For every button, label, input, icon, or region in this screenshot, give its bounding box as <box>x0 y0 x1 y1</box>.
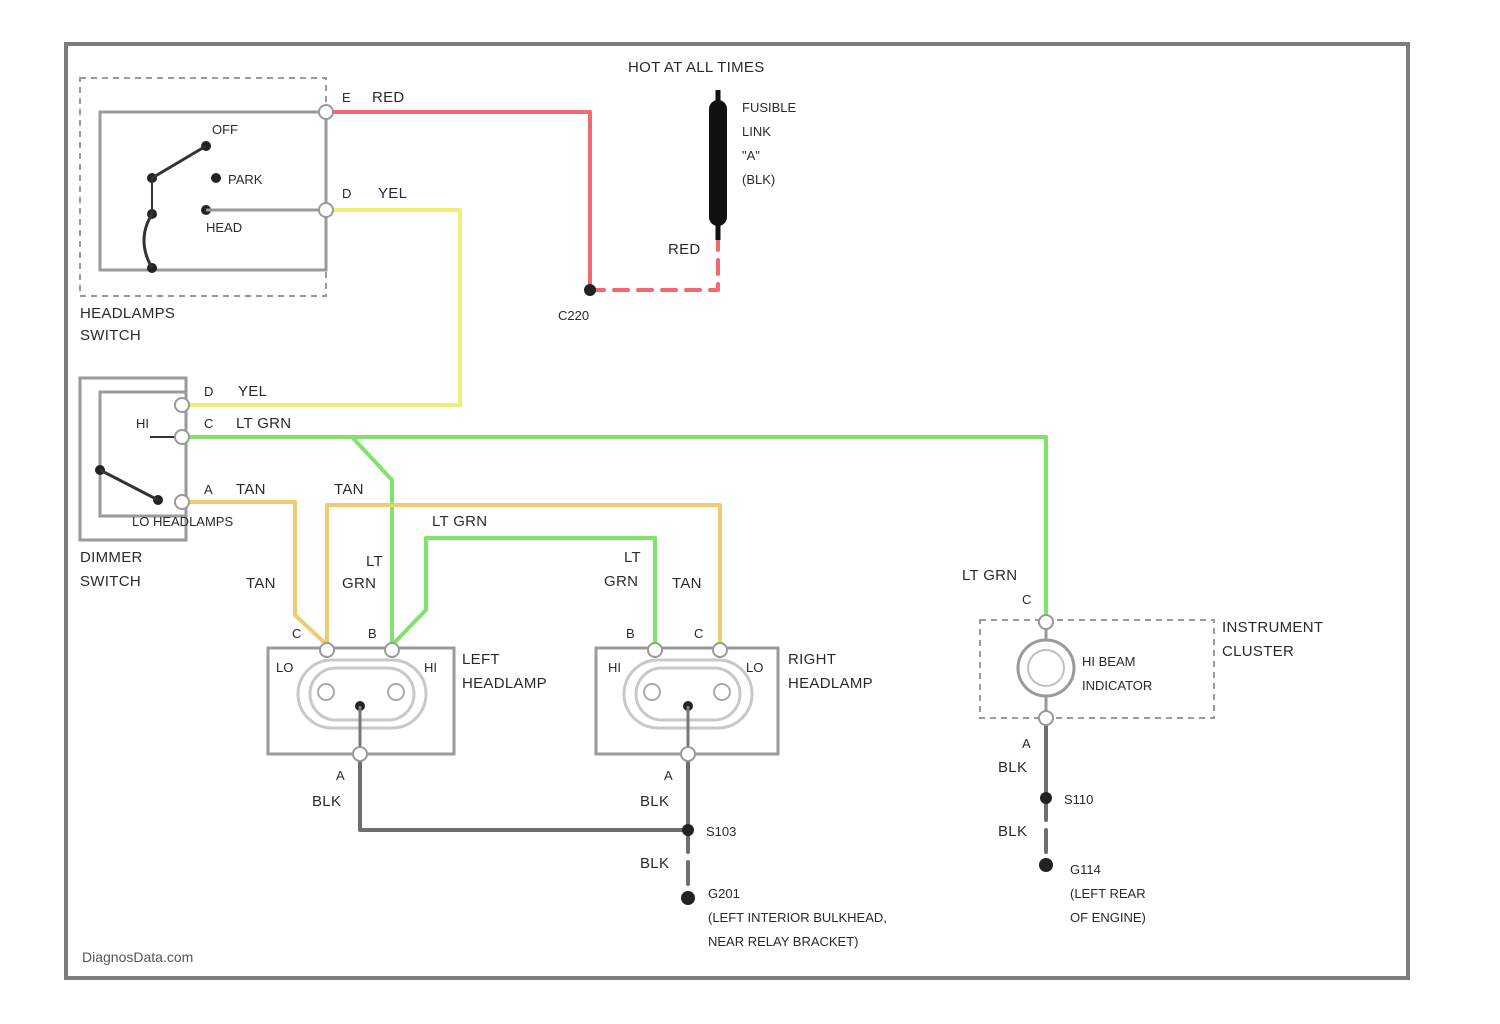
c220-connector <box>584 284 596 296</box>
right-blk-label: BLK <box>640 793 669 810</box>
fusible-label-4: (BLK) <box>742 172 775 187</box>
grn-label-right: GRN <box>604 573 638 590</box>
s110-label: S110 <box>1064 792 1093 807</box>
g114-label: G114 <box>1070 862 1101 877</box>
head-label: HEAD <box>206 220 242 235</box>
headlamp-switch-label-1: HEADLAMPS <box>80 305 175 322</box>
g114-ground <box>1039 858 1053 872</box>
diagram-frame <box>66 44 1408 978</box>
hot-at-all-times-label: HOT AT ALL TIMES <box>628 59 765 76</box>
hs-red-label: RED <box>372 89 405 106</box>
hs-pin-e: E <box>342 90 351 105</box>
right-pin-b: B <box>626 626 635 641</box>
s103-label: S103 <box>706 824 736 839</box>
left-headlamp-label-2: HEADLAMP <box>462 675 547 692</box>
dimmer-pin-d: D <box>204 384 213 399</box>
g201-label: G201 <box>708 886 740 901</box>
left-pin-b: B <box>368 626 377 641</box>
dimmer-switch-label-2: SWITCH <box>80 573 141 590</box>
off-label: OFF <box>212 122 238 137</box>
dimmer-yel-label: YEL <box>238 383 267 400</box>
hi-beam-label-1: HI BEAM <box>1082 654 1135 669</box>
g201-blk-label: BLK <box>640 855 669 872</box>
yellow-wire <box>180 210 460 405</box>
hs-pin-d: D <box>342 186 351 201</box>
left-pin-c: C <box>292 626 301 641</box>
black-wire-left-ground <box>360 755 688 830</box>
cluster-label-2: CLUSTER <box>1222 643 1294 660</box>
left-pin-a: A <box>336 768 345 783</box>
hi-beam-label-2: INDICATOR <box>1082 678 1152 693</box>
right-headlamp-label-1: RIGHT <box>788 651 836 668</box>
grn-label-left: GRN <box>342 575 376 592</box>
ltgrn-mid-label: LT GRN <box>432 513 487 530</box>
right-headlamp-label-2: HEADLAMP <box>788 675 873 692</box>
hs-yel-label: YEL <box>378 185 407 202</box>
g201-loc-2: NEAR RELAY BRACKET) <box>708 934 859 949</box>
g114-loc-2: OF ENGINE) <box>1070 910 1146 925</box>
right-pin-c: C <box>694 626 703 641</box>
lt-green-wire-main <box>180 437 1046 622</box>
fusible-label-2: LINK <box>742 124 771 139</box>
right-pin-a: A <box>664 768 673 783</box>
fusible-link <box>709 90 727 240</box>
tan-right-label: TAN <box>672 575 702 592</box>
c220-label: C220 <box>558 308 589 323</box>
right-lo-label: LO <box>746 660 763 675</box>
fusible-red-label: RED <box>668 241 701 258</box>
lt-green-wire-right-headlamp <box>392 538 655 645</box>
ltgrn-cluster-label: LT GRN <box>962 567 1017 584</box>
park-label: PARK <box>228 172 263 187</box>
dimmer-tan-label: TAN <box>236 481 266 498</box>
tan-top-label: TAN <box>334 481 364 498</box>
g201-loc-1: (LEFT INTERIOR BULKHEAD, <box>708 910 887 925</box>
dimmer-lo-label: LO HEADLAMPS <box>132 514 233 529</box>
instrument-cluster <box>980 615 1214 725</box>
cluster-pin-c: C <box>1022 592 1031 607</box>
fusible-label-1: FUSIBLE <box>742 100 797 115</box>
cluster-blk-2: BLK <box>998 823 1027 840</box>
dimmer-hi-label: HI <box>136 416 149 431</box>
left-blk-label: BLK <box>312 793 341 810</box>
right-hi-label: HI <box>608 660 621 675</box>
lt-green-wire-left-headlamp <box>352 437 392 645</box>
cluster-blk-1: BLK <box>998 759 1027 776</box>
dimmer-ltgrn-label: LT GRN <box>236 415 291 432</box>
tan-wire-right-headlamp <box>327 505 720 645</box>
headlamp-switch-label-2: SWITCH <box>80 327 141 344</box>
g201-ground <box>681 891 695 905</box>
cluster-label-1: INSTRUMENT <box>1222 619 1323 636</box>
s103-splice <box>682 824 694 836</box>
lt-label-right: LT <box>624 549 641 566</box>
headlamp-switch <box>80 78 333 296</box>
fusible-label-3: "A" <box>742 148 760 163</box>
left-lo-label: LO <box>276 660 293 675</box>
tan-left-label: TAN <box>246 575 276 592</box>
left-headlamp-label-1: LEFT <box>462 651 500 668</box>
lt-label-left: LT <box>366 553 383 570</box>
watermark: DiagnosData.com <box>82 949 193 965</box>
cluster-pin-a: A <box>1022 736 1031 751</box>
dimmer-pin-a: A <box>204 482 213 497</box>
dimmer-pin-c: C <box>204 416 213 431</box>
s110-splice <box>1040 792 1052 804</box>
g114-loc-1: (LEFT REAR <box>1070 886 1146 901</box>
left-hi-label: HI <box>424 660 437 675</box>
dimmer-switch-label-1: DIMMER <box>80 549 143 566</box>
